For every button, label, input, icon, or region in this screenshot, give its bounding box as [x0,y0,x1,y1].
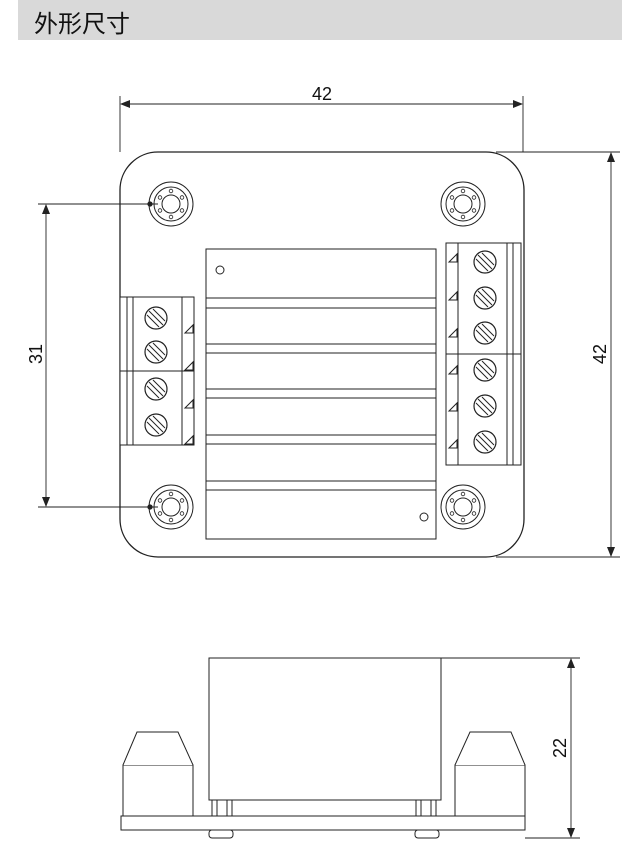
side-terminal-right [454,731,526,817]
section-title: 外形尺寸 [34,10,130,38]
dimension-side-height-label: 22 [550,738,570,758]
terminal-block-right [445,242,522,466]
screw-terminal [473,394,497,418]
side-view: 22 [120,657,580,839]
screw-terminal [473,430,497,454]
screw-terminal [144,340,168,364]
top-view: 42 42 31 [26,84,620,558]
dimension-hole-spacing-label: 31 [26,344,46,364]
dimension-height-label: 42 [590,344,610,364]
screw-terminal [473,321,497,345]
screw-terminal [144,377,168,401]
screw-terminal [473,250,497,274]
screw-terminal [473,286,497,310]
side-terminal-left [122,731,194,817]
heatsink [205,248,437,540]
dimension-hole-spacing [38,201,158,510]
dimension-side-height [441,657,580,839]
dimension-width [119,96,524,152]
screw-terminal [473,358,497,382]
dimension-width-label: 42 [312,84,332,104]
section-header [18,0,622,40]
side-base-plate [120,815,526,831]
dimension-height [496,151,620,558]
side-heatsink [208,657,442,801]
screw-terminal [144,306,168,330]
screw-terminal [144,413,168,437]
